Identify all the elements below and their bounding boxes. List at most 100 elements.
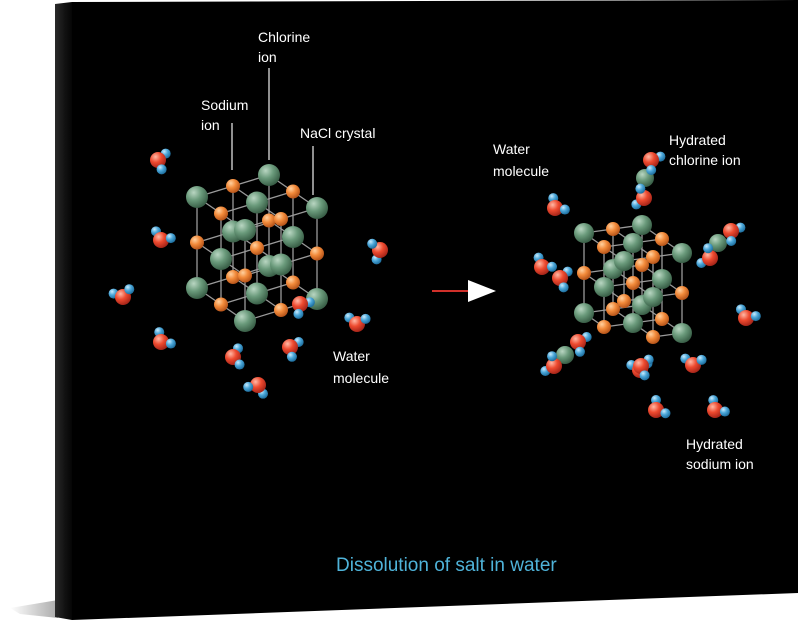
- sodium-ion: [214, 206, 228, 221]
- sodium-ion: [226, 270, 240, 284]
- hydrogen-atom: [165, 233, 176, 244]
- oxygen-atom: [546, 358, 562, 374]
- hydrogen-atom: [156, 164, 167, 175]
- water-molecule: [151, 226, 176, 248]
- label-line: ion: [201, 117, 220, 133]
- sodium-ion: [597, 320, 611, 334]
- chlorine-ion: [186, 186, 208, 208]
- chlorine-ion: [258, 164, 280, 186]
- chlorine-ion: [186, 277, 208, 299]
- label-line: molecule: [493, 163, 549, 179]
- sodium-ion: [250, 241, 264, 255]
- label-line: chlorine ion: [669, 152, 741, 168]
- water-molecule: [108, 284, 135, 305]
- label-line: Water: [333, 348, 370, 364]
- chlorine-ion: [672, 323, 692, 343]
- water-molecule: [153, 327, 176, 350]
- water-molecule: [680, 353, 707, 373]
- sodium-ion: [597, 240, 611, 254]
- water-molecule: [633, 354, 654, 381]
- water-molecule: [243, 377, 268, 399]
- label-leader-lines: [231, 68, 314, 195]
- hydrogen-atom: [696, 354, 707, 365]
- sodium-ion: [655, 232, 669, 246]
- label-nacl-crystal: NaCl crystal: [300, 125, 375, 141]
- chlorine-ion: [306, 197, 328, 219]
- hydrogen-atom: [719, 406, 730, 417]
- sodium-ion: [617, 294, 631, 308]
- diagram-title: Dissolution of salt in water: [336, 555, 557, 576]
- chlorine-ion: [632, 215, 652, 235]
- oxygen-atom: [633, 358, 649, 374]
- oxygen-atom: [570, 334, 586, 350]
- hydrogen-atom: [234, 359, 245, 370]
- water-molecule: [552, 266, 573, 293]
- water-molecule: [570, 332, 592, 357]
- label-line: sodium ion: [686, 456, 754, 472]
- chlorine-ion: [234, 310, 256, 332]
- label-line: Chlorine: [258, 29, 310, 45]
- chlorine-ion: [574, 303, 594, 323]
- oxygen-atom: [153, 334, 169, 350]
- hydrogen-atom: [124, 284, 135, 295]
- chlorine-ion: [282, 226, 304, 248]
- hydrogen-atom: [646, 164, 657, 175]
- oxygen-atom: [150, 152, 166, 168]
- sodium-ion: [606, 222, 620, 236]
- label-sodium-ion: Sodium ion: [201, 97, 248, 133]
- chlorine-ion: [246, 282, 268, 305]
- sodium-ion: [655, 312, 669, 326]
- water-molecule: [547, 193, 570, 216]
- canvas-shadow: [10, 600, 58, 618]
- water-molecule: [648, 395, 671, 419]
- hydrogen-atom: [558, 282, 569, 293]
- label-hydrated-chlorine-ion: Hydrated chlorine ion: [669, 132, 741, 168]
- label-water-molecule-left: Water molecule: [333, 348, 389, 386]
- molecules: [108, 148, 761, 419]
- chlorine-ion: [672, 243, 692, 263]
- chlorine-ion: [574, 223, 594, 243]
- hydrogen-atom: [726, 235, 737, 246]
- water-molecule: [292, 296, 315, 319]
- water-molecule: [707, 395, 730, 418]
- hydrogen-atom: [293, 308, 304, 319]
- hydrogen-atom: [243, 381, 254, 392]
- water-molecule: [282, 337, 304, 362]
- water-molecule: [643, 151, 666, 175]
- oxygen-atom: [723, 223, 739, 239]
- sodium-ion: [286, 184, 300, 199]
- sodium-ion: [274, 303, 288, 317]
- label-line: Sodium: [201, 97, 248, 113]
- hydrated-chlorine-ion: [709, 234, 727, 252]
- oxygen-atom: [153, 232, 169, 248]
- oxygen-atom: [702, 250, 718, 266]
- oxygen-atom: [552, 270, 568, 286]
- hydrogen-atom: [559, 204, 570, 215]
- chlorine-ion: [556, 346, 574, 364]
- chlorine-ion: [709, 234, 727, 252]
- hydrogen-atom: [660, 408, 671, 419]
- sodium-ion: [238, 268, 252, 283]
- oxygen-atom: [643, 152, 659, 168]
- sodium-ion: [646, 250, 660, 264]
- label-line: Hydrated: [686, 436, 743, 452]
- hydrogen-atom: [165, 338, 176, 349]
- chlorine-ion: [614, 251, 634, 271]
- water-molecule: [150, 148, 171, 175]
- chlorine-ion: [270, 253, 292, 276]
- label-line: Hydrated: [669, 132, 726, 148]
- canvas-front: [72, 0, 798, 620]
- hydrated-chlorine-ion: [556, 346, 574, 364]
- hydrogen-atom: [574, 346, 585, 357]
- sodium-ion: [274, 212, 288, 226]
- sodium-ion: [214, 297, 228, 312]
- sodium-ion: [626, 276, 640, 290]
- sodium-ion: [577, 266, 591, 280]
- hydrogen-atom: [703, 243, 714, 254]
- hydrogen-atom: [367, 238, 378, 249]
- water-molecule: [225, 343, 245, 370]
- label-line: molecule: [333, 370, 389, 386]
